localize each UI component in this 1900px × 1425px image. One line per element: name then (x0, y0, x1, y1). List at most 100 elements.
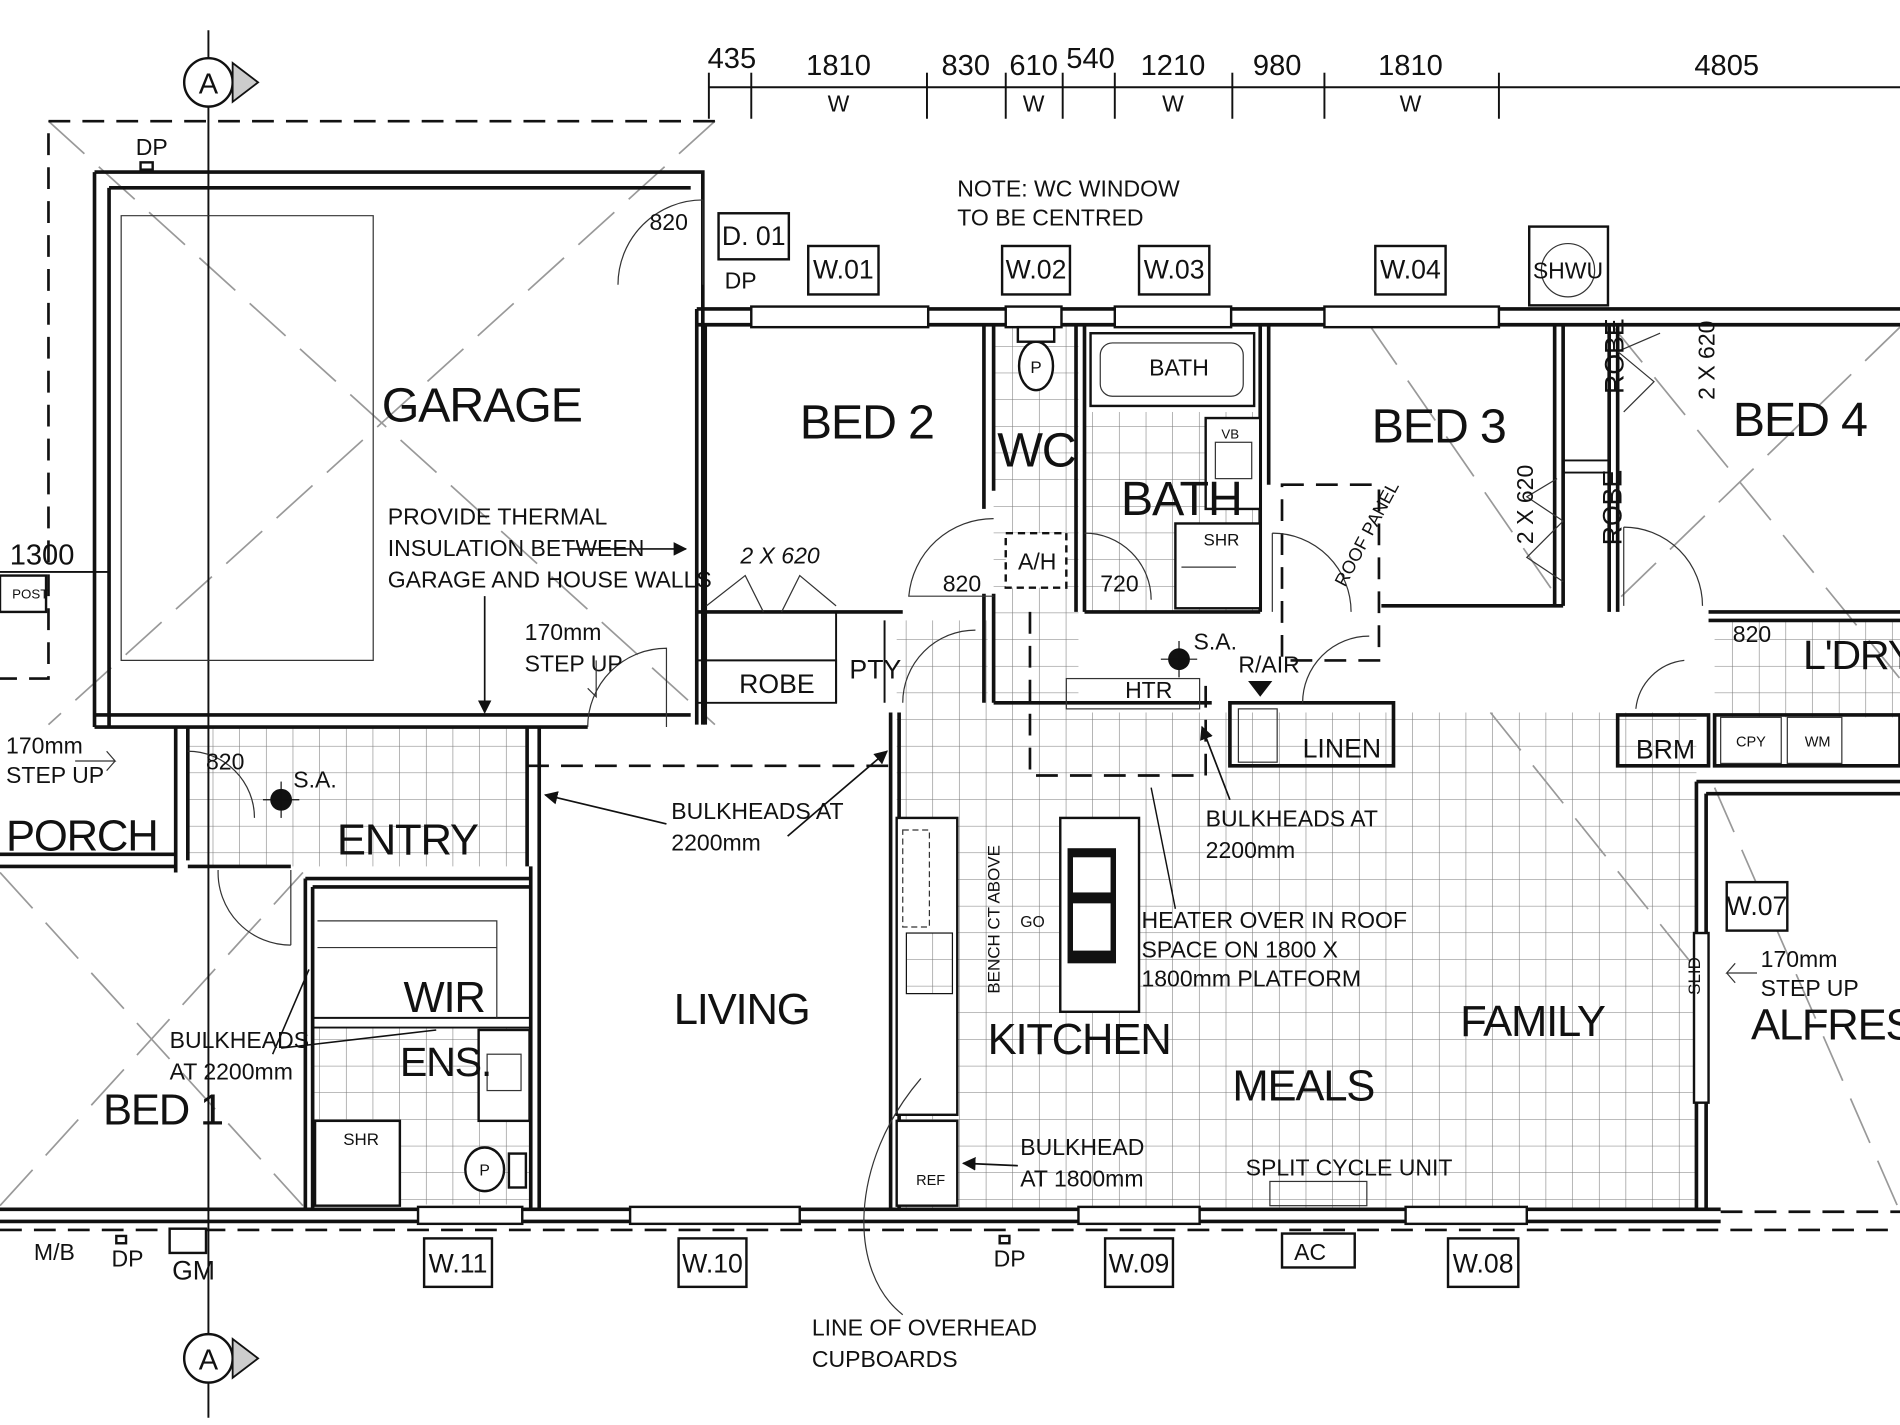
annotations: NOTE: WC WINDOW TO BE CENTRED PROVIDE TH… (6, 175, 1859, 1372)
note-bulk-kitchen-2: 2200mm (1206, 837, 1296, 863)
room-alfresco: ALFRESCO (1751, 1002, 1900, 1050)
door-size-robe2: 2 X 620 (739, 542, 820, 568)
room-bed3: BED 3 (1372, 399, 1506, 453)
fixture-ah: A/H (1018, 549, 1056, 575)
fixture-ac: AC (1294, 1239, 1326, 1265)
door-size-ldry: 820 (1733, 621, 1771, 647)
room-linen: LINEN (1303, 733, 1381, 763)
note-bulk-living-2: 2200mm (671, 830, 761, 856)
room-family: FAMILY (1460, 998, 1606, 1046)
note-bulk-fridge-2: AT 1800mm (1020, 1165, 1143, 1191)
room-bath: BATH (1121, 472, 1242, 526)
fixture-p-ens: P (479, 1162, 490, 1179)
section-label-top: A (199, 68, 219, 100)
door-size-garage: 820 (649, 209, 687, 235)
note-step-garage-2: STEP UP (525, 650, 623, 676)
room-meals: MEALS (1232, 1062, 1374, 1110)
note-wc-window-1: NOTE: WC WINDOW (957, 175, 1180, 201)
fixture-gm: GM (172, 1256, 215, 1286)
fixture-roof-panel: ROOF PANEL (1331, 478, 1403, 590)
fixture-sa-entry: S.A. (293, 767, 337, 793)
fixture-shr-ens: SHR (343, 1130, 379, 1149)
dim-540: 540 (1066, 43, 1115, 75)
tag-w09: W.09 (1109, 1248, 1170, 1278)
tag-w03: W.03 (1144, 255, 1205, 285)
fixture-dp-south: DP (111, 1245, 143, 1271)
room-robe4: ROBE (1600, 318, 1630, 394)
dim-610: 610 (1009, 50, 1058, 82)
dim-1810b: 1810 (1378, 50, 1443, 82)
dim-mark-w2: W (1023, 90, 1045, 116)
door-size-entry: 820 (206, 748, 244, 774)
note-wc-window-2: TO BE CENTRED (957, 204, 1143, 230)
door-sizes: 820 2 X 620 820 720 820 820 2 X 620 2 X … (206, 209, 1771, 774)
note-bulk-fridge-1: BULKHEAD (1020, 1134, 1144, 1160)
room-wir: WIR (404, 974, 485, 1022)
wall-windows (416, 305, 1710, 1226)
room-ens: ENS. (400, 1039, 491, 1085)
fixture-ref: REF (916, 1173, 945, 1189)
room-porch: PORCH (6, 813, 157, 861)
note-overhead-1: LINE OF OVERHEAD (812, 1314, 1037, 1340)
fixture-bath: BATH (1149, 355, 1209, 381)
room-bed2: BED 2 (800, 396, 934, 450)
tag-w07: W.07 (1727, 891, 1788, 921)
fixture-mb: M/B (34, 1239, 75, 1265)
room-living: LIVING (674, 986, 810, 1034)
door-size-bath: 720 (1100, 570, 1138, 596)
fixture-wm: WM (1805, 734, 1831, 750)
fixture-sa-hall: S.A. (1194, 628, 1237, 654)
note-step-alf-1: 170mm (1761, 946, 1838, 972)
room-pty: PTY (849, 655, 901, 685)
fixture-post: POST (12, 587, 48, 602)
fixture-shwu: SHWU (1533, 258, 1603, 284)
fixture-dp-kitchen: DP (994, 1245, 1026, 1271)
fixture-cpy: CPY (1736, 734, 1766, 750)
note-overhead-2: CUPBOARDS (812, 1346, 958, 1372)
fixture-htr: HTR (1125, 677, 1172, 703)
door-swings (187, 199, 1704, 946)
note-step-porch-1: 170mm (6, 733, 83, 759)
note-split: SPLIT CYCLE UNIT (1246, 1154, 1453, 1180)
room-labels: GARAGE BED 2 WC BATH BED 3 BED 4 ROBE PT… (6, 318, 1900, 1134)
room-robe3: ROBE (1597, 470, 1627, 546)
dimension-string: 435 1810 830 610 540 1210 980 1810 4805 … (708, 43, 1900, 119)
room-kitchen: KITCHEN (988, 1016, 1171, 1064)
door-size-robe3: 2 X 620 (1512, 465, 1538, 544)
room-wc: WC (997, 424, 1076, 478)
room-garage: GARAGE (382, 379, 582, 433)
dim-435: 435 (708, 43, 757, 75)
note-heater-3: 1800mm PLATFORM (1141, 965, 1361, 991)
room-robe2: ROBE (739, 669, 815, 699)
tag-w10: W.10 (682, 1248, 743, 1278)
tag-w04: W.04 (1380, 255, 1441, 285)
dim-4805: 4805 (1694, 50, 1759, 82)
note-bulk-living-1: BULKHEADS AT (671, 798, 843, 824)
fixture-slid: SLID (1685, 957, 1704, 995)
dim-1810a: 1810 (806, 50, 871, 82)
door-size-robe4: 2 X 620 (1694, 321, 1720, 400)
section-label-bottom: A (199, 1344, 219, 1376)
fixture-bench: BENCH CT ABOVE (985, 845, 1004, 994)
note-bulk-kitchen-1: BULKHEADS AT (1206, 805, 1378, 831)
note-bulk-bed1-1: BULKHEADS (170, 1027, 309, 1053)
section-marker-top: A (182, 30, 260, 1418)
room-bed1: BED 1 (103, 1086, 223, 1134)
room-brm: BRM (1636, 735, 1695, 765)
dim-mark-w1: W (828, 90, 850, 116)
dim-1300: 1300 (10, 540, 75, 572)
fixture-go: GO (1020, 914, 1045, 931)
fixture-rair: R/AIR (1238, 652, 1299, 678)
tag-w01: W.01 (813, 255, 874, 285)
note-step-alf-2: STEP UP (1761, 975, 1859, 1001)
dim-980: 980 (1253, 50, 1302, 82)
fixture-vb: VB (1221, 427, 1239, 442)
note-step-porch-2: STEP UP (6, 762, 104, 788)
fixture-dp-garage: DP (136, 134, 168, 160)
dim-mark-w3: W (1162, 90, 1184, 116)
note-thermal-3: GARAGE AND HOUSE WALLS (388, 567, 712, 593)
note-bulk-bed1-2: AT 2200mm (170, 1059, 293, 1085)
door-size-hall: 820 (943, 570, 981, 596)
tag-w02: W.02 (1006, 255, 1067, 285)
tag-d01: D. 01 (722, 221, 786, 251)
